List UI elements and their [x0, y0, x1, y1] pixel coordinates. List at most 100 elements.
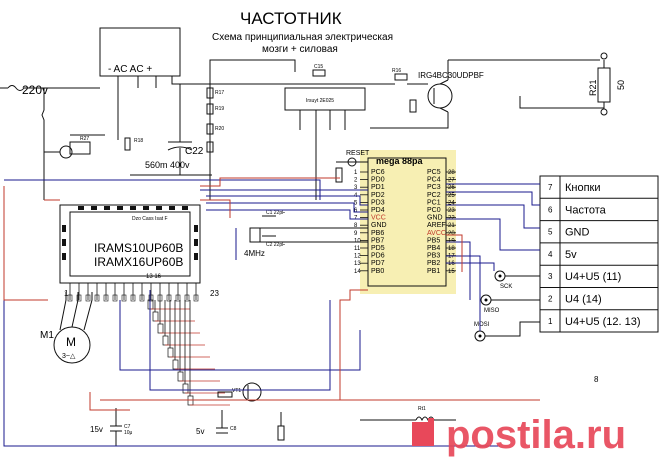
mcu-name: mega 88pa — [376, 156, 424, 166]
mcu-left-pin: PD6 — [371, 253, 385, 260]
mcu-left-pin: PD3 — [371, 199, 385, 206]
svg-text:10μ: 10μ — [124, 430, 133, 436]
mcu-left-pin-num: 5 — [354, 200, 358, 206]
brake-resistor-r21: R21 50 — [519, 52, 626, 116]
resistor-divider: R17 R19 R20 — [206, 84, 224, 200]
mcu-left-pin-num: 3 — [354, 185, 358, 191]
mcu-left-pin-num: 10 — [354, 238, 361, 244]
mosi-label: MOSI — [474, 322, 490, 328]
connector-pin-number: 7 — [548, 183, 553, 192]
svg-text:Rt1: Rt1 — [418, 406, 426, 412]
mcu-right-pin: PC3 — [427, 184, 441, 191]
mcu-right-pin: PB1 — [427, 268, 440, 275]
connector-pin-label: 5v — [565, 249, 577, 261]
connector-pin-number: 6 — [548, 205, 553, 214]
mcu-right-pin-num: 28 — [448, 170, 455, 176]
mcu-right-pin: PC5 — [427, 169, 441, 176]
watermark: postila.ru — [412, 413, 626, 457]
irams-pin-mid: 13 16 — [146, 274, 162, 280]
mcu-left-pin-num: 9 — [354, 231, 358, 237]
svg-text:C7: C7 — [124, 424, 131, 430]
irams-line2: IRAMS10UP60B — [94, 241, 183, 255]
svg-text:R16: R16 — [392, 68, 401, 74]
mcu-left-pin: PD7 — [371, 260, 385, 267]
power-wires — [3, 177, 540, 411]
svg-text:C2 22pF: C2 22pF — [266, 242, 285, 248]
motor-symbol: M — [66, 335, 76, 349]
connector-pin-label: U4 (14) — [565, 294, 602, 306]
cap-c22-label: C22 — [185, 146, 204, 157]
supply-15v-label: 15v — [90, 425, 103, 434]
mcu-left-pin: PD0 — [371, 177, 385, 184]
svg-text:R27: R27 — [80, 136, 89, 142]
connector-pin-label: Кнопки — [565, 182, 601, 194]
mcu-left-pin: PC6 — [371, 169, 385, 176]
mains-input: 220v — [0, 83, 100, 200]
supply-5v: 5v C8 — [196, 410, 237, 436]
connector-pin-number: 1 — [548, 317, 553, 326]
mcu-left-pin: PD4 — [371, 207, 385, 214]
bridge-label: - AC AC + — [108, 64, 152, 75]
svg-text:R17: R17 — [215, 90, 224, 96]
mcu-left-pin-num: 13 — [354, 261, 361, 267]
mcu-left-pin-num: 8 — [354, 223, 358, 229]
page-number: 8 — [594, 375, 599, 384]
reset-label: RESET — [346, 150, 370, 157]
connector-pin-number: 4 — [548, 250, 553, 259]
mcu-right-pin: PC2 — [427, 192, 441, 199]
mcu-left-pin-num: 2 — [354, 178, 358, 184]
watermark-text: postila.ru — [446, 413, 626, 457]
mcu-right-pin: PC4 — [427, 177, 441, 184]
mcu-right-pin-num: 17 — [448, 254, 455, 260]
watermark-logo-icon — [412, 418, 434, 446]
mcu-left-pin: VCC — [371, 215, 386, 222]
svg-text:VT1: VT1 — [232, 388, 241, 394]
mcu-right-pin: AVCC — [427, 230, 446, 237]
bottom-filter: Rt1 — [277, 406, 456, 441]
mains-label: 220v — [22, 83, 48, 97]
supply-5v-label: 5v — [196, 427, 204, 436]
mcu-right-pin-num: 18 — [448, 246, 455, 252]
fan-transistor: VT1 — [217, 382, 262, 402]
mcu-right-pin-num: 23 — [448, 208, 455, 214]
isp-pins: SCK MISO MOSI — [474, 270, 540, 342]
mcu-right-pin: PB5 — [427, 237, 440, 244]
svg-text:R18: R18 — [134, 138, 143, 144]
connector-pin-number: 5 — [548, 228, 553, 237]
mcu-left-pin: PB7 — [371, 237, 384, 244]
mcu-right-pin: PB2 — [427, 260, 440, 267]
mcu-left-pin: PB6 — [371, 230, 384, 237]
brake-igbt: IRG4BC30UDPBF R16 — [370, 59, 600, 129]
mcu-left-pin: PB0 — [371, 268, 384, 275]
mcu-left-pin: PD2 — [371, 192, 385, 199]
supply-15v: 15v C7 10μ — [90, 408, 133, 446]
mcu-left-pin: GND — [371, 222, 387, 229]
mcu-right-pin-num: 26 — [448, 185, 455, 191]
mcu-right-pin: GND — [427, 215, 443, 222]
svg-text:R19: R19 — [215, 106, 224, 112]
mcu-right-pin: PB3 — [427, 253, 440, 260]
mcu-right-pin: PC1 — [427, 199, 441, 206]
motor-m1: M1 M 3~△ — [40, 292, 93, 364]
diode-bridge: - AC AC + — [99, 27, 370, 140]
connector-pin-number: 3 — [548, 272, 553, 281]
signal-wires — [3, 179, 540, 447]
motor-phase: 3~△ — [62, 353, 76, 360]
mcu-left-pin-num: 11 — [354, 246, 361, 252]
schematic-subtitle-2: мозги + силовая — [262, 44, 338, 55]
svg-text:Irsuyt 2E025: Irsuyt 2E025 — [306, 98, 334, 104]
mcu-right-pin-num: 24 — [448, 200, 455, 206]
svg-text:R20: R20 — [215, 126, 224, 132]
mcu-right-pin: PC0 — [427, 207, 441, 214]
mcu-left-pin-num: 14 — [354, 269, 361, 275]
irams-pin-last: 23 — [210, 289, 219, 298]
mcu-left-pin: PD5 — [371, 245, 385, 252]
mcu-left-pin-num: 6 — [354, 208, 358, 214]
shunt-resistor-array — [147, 299, 230, 406]
filter-capacitor-c22: C22 560m 400v — [130, 84, 212, 176]
irams-line3: IRAMX16UP60B — [94, 255, 183, 269]
mcu-left-pin-num: 1 — [354, 170, 358, 176]
miso-label: MISO — [484, 308, 500, 314]
